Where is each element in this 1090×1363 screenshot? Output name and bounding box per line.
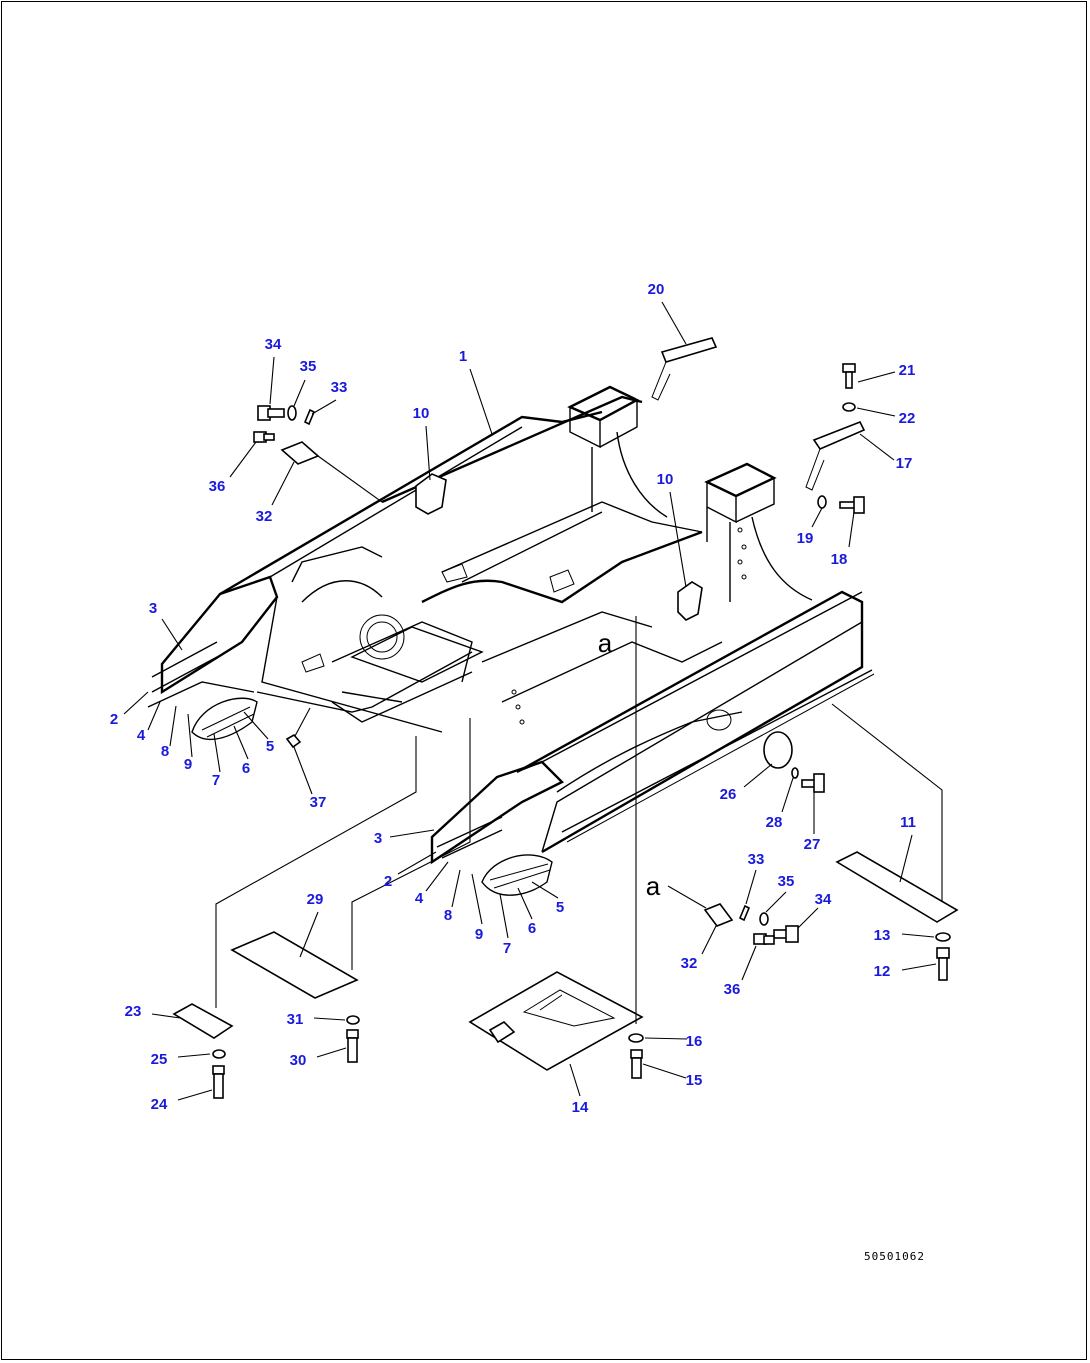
pin-33-right bbox=[738, 904, 751, 922]
bolt-27 bbox=[801, 773, 825, 793]
bolt-12 bbox=[936, 947, 950, 981]
cover-23 bbox=[172, 1003, 234, 1039]
callout-7: 7 bbox=[212, 772, 220, 789]
callout-24: 24 bbox=[151, 1096, 168, 1113]
callout-33: 33 bbox=[331, 379, 348, 396]
callout-9: 9 bbox=[184, 756, 192, 773]
callout-5: 5 bbox=[266, 738, 274, 755]
cover-11 bbox=[835, 851, 959, 923]
callout-1: 1 bbox=[459, 348, 467, 365]
washer-13 bbox=[935, 932, 951, 942]
callout-4: 4 bbox=[415, 890, 424, 907]
callout-10: 10 bbox=[657, 471, 674, 488]
callout-22: 22 bbox=[899, 410, 916, 427]
washer-35-right bbox=[759, 912, 769, 926]
washer-16 bbox=[628, 1033, 644, 1043]
callout-28: 28 bbox=[766, 814, 783, 831]
bolt-15 bbox=[630, 1049, 643, 1079]
callout-11: 11 bbox=[900, 814, 916, 831]
reference-letter-a: a bbox=[646, 871, 661, 901]
bolt-24 bbox=[212, 1065, 225, 1099]
pin-33-top bbox=[303, 408, 316, 426]
bracket-20 bbox=[660, 337, 718, 363]
bolt-18 bbox=[839, 496, 865, 514]
callout-20: 20 bbox=[648, 281, 665, 298]
washer-31 bbox=[346, 1015, 360, 1025]
reference-letters: aa bbox=[598, 628, 661, 901]
bolt-34-top bbox=[257, 405, 285, 421]
callout-3: 3 bbox=[374, 830, 382, 847]
callout-2: 2 bbox=[384, 873, 392, 890]
callout-8: 8 bbox=[444, 907, 452, 924]
callout-3: 3 bbox=[149, 600, 157, 617]
callout-9: 9 bbox=[475, 926, 483, 943]
part-37 bbox=[285, 733, 302, 749]
callout-34: 34 bbox=[265, 336, 282, 353]
callout-36: 36 bbox=[209, 478, 226, 495]
callout-17: 17 bbox=[896, 455, 913, 472]
callout-14: 14 bbox=[572, 1099, 589, 1116]
callout-13: 13 bbox=[874, 927, 891, 944]
bolt-30 bbox=[346, 1029, 359, 1063]
callout-30: 30 bbox=[290, 1052, 307, 1069]
leader-lines bbox=[123, 301, 943, 1101]
washer-35-top bbox=[287, 405, 297, 421]
bolt-21 bbox=[842, 363, 856, 389]
callout-6: 6 bbox=[242, 760, 250, 777]
cover-26 bbox=[763, 731, 793, 769]
callout-34: 34 bbox=[815, 891, 832, 908]
track-frame bbox=[147, 385, 875, 896]
callout-5: 5 bbox=[556, 899, 564, 916]
callout-25: 25 bbox=[151, 1051, 168, 1068]
callout-23: 23 bbox=[125, 1003, 142, 1020]
callout-31: 31 bbox=[287, 1011, 304, 1028]
washer-28 bbox=[791, 767, 799, 779]
callout-37: 37 bbox=[310, 794, 327, 811]
callout-32: 32 bbox=[681, 955, 698, 972]
callout-labels: 1223344556677889910101112131415161718192… bbox=[110, 281, 916, 1116]
callout-4: 4 bbox=[137, 727, 146, 744]
pin-32-right bbox=[703, 903, 734, 927]
callout-10: 10 bbox=[413, 405, 430, 422]
cover-29 bbox=[230, 931, 359, 999]
drawing-code: 50501062 bbox=[864, 1250, 925, 1263]
washer-25 bbox=[212, 1049, 226, 1059]
callout-2: 2 bbox=[110, 711, 118, 728]
callout-35: 35 bbox=[778, 873, 795, 890]
bracket-17 bbox=[812, 420, 866, 450]
pin-32-top bbox=[280, 441, 320, 465]
washer-19 bbox=[817, 495, 827, 509]
callout-18: 18 bbox=[831, 551, 848, 568]
callout-21: 21 bbox=[899, 362, 916, 379]
callout-15: 15 bbox=[686, 1072, 703, 1089]
callout-35: 35 bbox=[300, 358, 317, 375]
fitting-36-top bbox=[253, 431, 275, 443]
callout-33: 33 bbox=[748, 851, 765, 868]
bolt-34-right bbox=[773, 925, 799, 943]
callout-36: 36 bbox=[724, 981, 741, 998]
callout-12: 12 bbox=[874, 963, 891, 980]
callout-19: 19 bbox=[797, 530, 814, 547]
callout-27: 27 bbox=[804, 836, 821, 853]
callout-29: 29 bbox=[307, 891, 324, 908]
callout-8: 8 bbox=[161, 743, 169, 760]
callout-7: 7 bbox=[503, 940, 511, 957]
callout-26: 26 bbox=[720, 786, 737, 803]
callout-6: 6 bbox=[528, 920, 536, 937]
callout-16: 16 bbox=[686, 1033, 703, 1050]
reference-letter-a: a bbox=[598, 628, 613, 658]
fitting-36-right bbox=[753, 933, 775, 945]
callout-32: 32 bbox=[256, 508, 273, 525]
washer-22 bbox=[842, 402, 856, 412]
